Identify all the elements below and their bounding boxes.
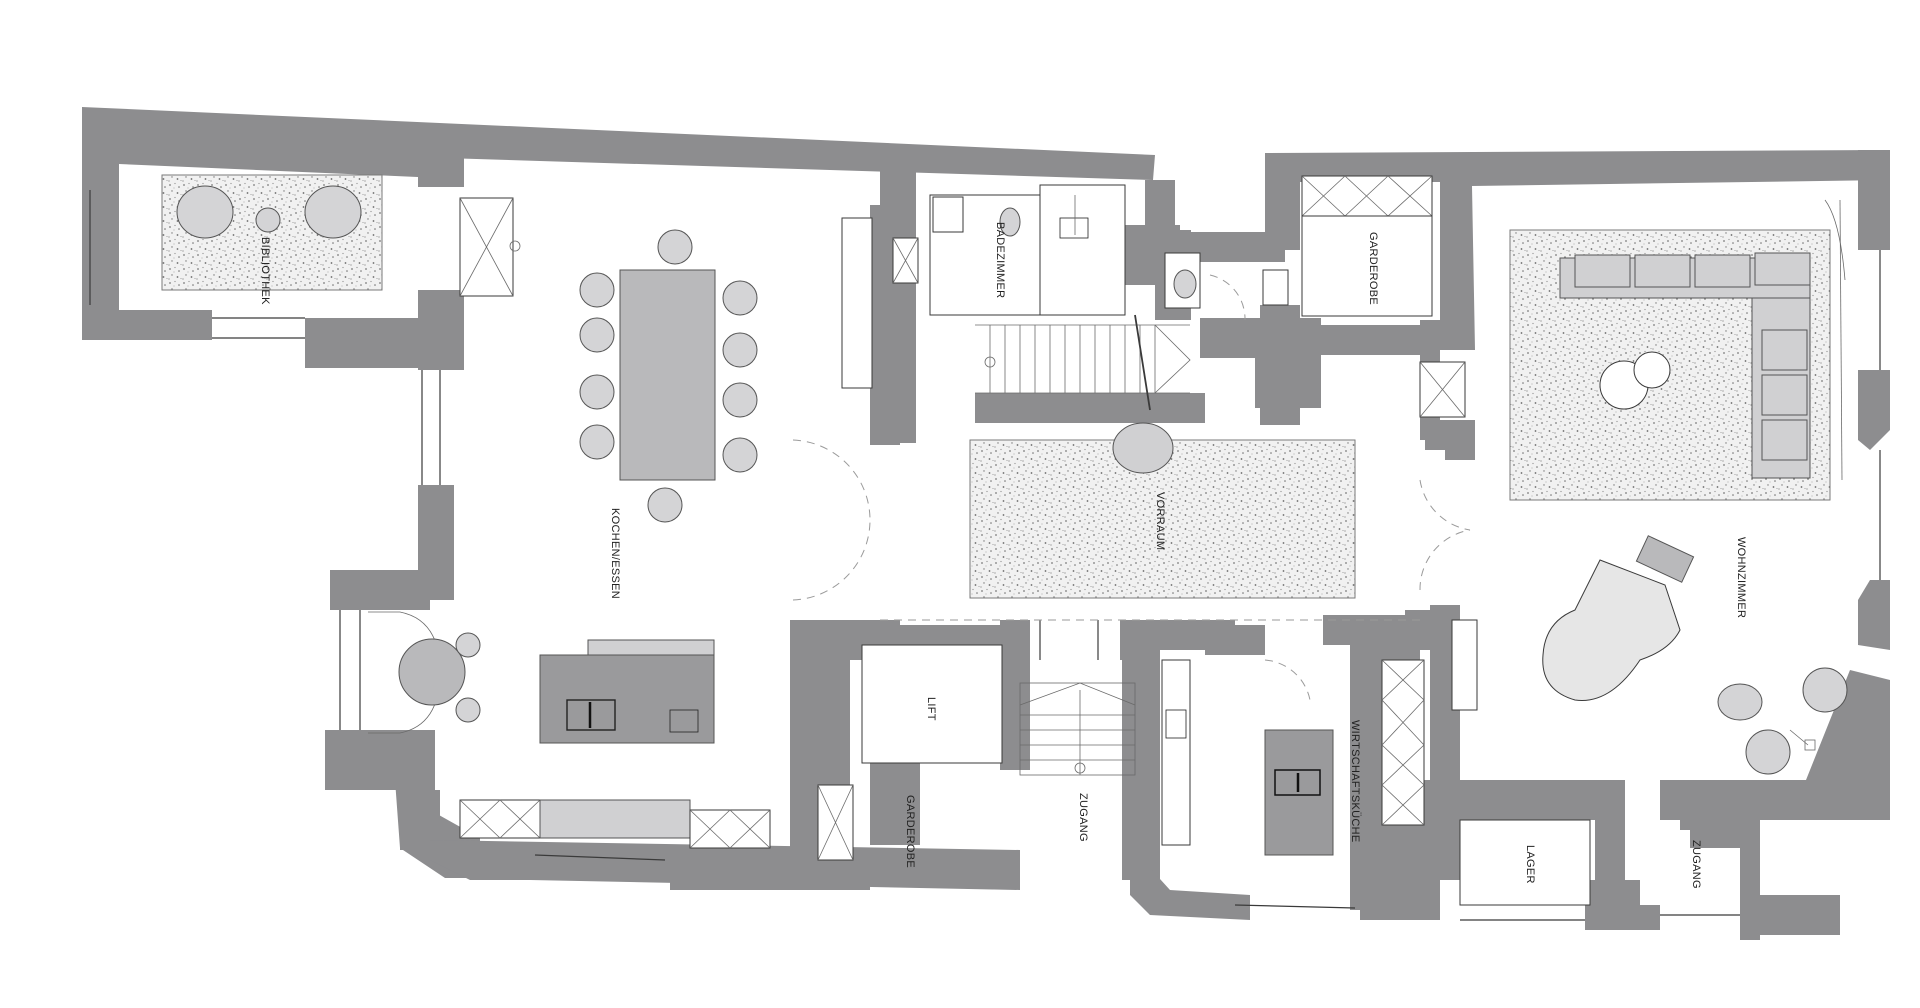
armchair (1802, 667, 1848, 713)
garderobe-top-room: GARDEROBE (1301, 175, 1466, 418)
stair-treads (989, 325, 1156, 393)
toilet (999, 207, 1021, 237)
room-label-wohnzimmer: WOHNZIMMER (1735, 537, 1747, 618)
lager-room: LAGER (1459, 819, 1591, 906)
room-label-lift: LIFT (925, 697, 937, 721)
wirtschaftskueche-room: WIRTSCHAFTSKÜCHE (1161, 659, 1425, 856)
ottoman (1717, 683, 1763, 721)
room-label-wirtschaftskueche: WIRTSCHAFTSKÜCHE (1349, 720, 1361, 843)
bathroom-area: BADEZIMMER (892, 184, 1289, 321)
armchair (304, 185, 362, 239)
piano-bench (1635, 535, 1695, 583)
chair (455, 632, 481, 658)
coffee-table (1633, 351, 1671, 389)
shower (1039, 184, 1126, 316)
armchair (1112, 422, 1174, 474)
wohnzimmer-room: WOHNZIMMER (1451, 199, 1848, 775)
counter (1161, 659, 1191, 846)
library-room: BIBLIOTHEK (161, 174, 521, 305)
staircase-upper (975, 314, 1191, 411)
kitchen-island (539, 654, 715, 744)
chair (455, 697, 481, 723)
room-label-kochen-essen: KOCHEN/ESSEN (609, 508, 621, 599)
room-label-badezimmer: BADEZIMMER (994, 222, 1006, 298)
zugang-right-room: ZUGANG (1690, 840, 1702, 889)
room-label-bibliothek: BIBLIOTHEK (259, 237, 271, 305)
fireplace (1451, 619, 1478, 711)
utility-island (1264, 729, 1334, 856)
toilet (1173, 269, 1197, 299)
room-label-zugang-middle: ZUGANG (1077, 793, 1089, 842)
armchair (176, 185, 234, 239)
cabinet (1381, 659, 1425, 826)
armchair (1745, 729, 1791, 775)
cabinet (689, 809, 771, 849)
room-label-zugang-right: ZUGANG (1690, 840, 1702, 889)
room-label-vorraum: VORRAUM (1154, 492, 1166, 550)
round-table (398, 638, 466, 706)
side-table (255, 207, 281, 233)
kitchen-dining-room: KOCHEN/ESSEN (368, 217, 873, 849)
wardrobe-body (1301, 215, 1433, 317)
sectional-sofa (1559, 252, 1811, 479)
room-label-garderobe-bottom: GARDEROBE (904, 795, 916, 868)
counter (539, 799, 691, 839)
dining-chairs (579, 229, 758, 523)
storage-room (1459, 819, 1591, 906)
room-label-lager: LAGER (1524, 845, 1536, 884)
sink (1262, 269, 1289, 306)
lift-area: LIFT GARDEROBE ZUGANG (817, 644, 1136, 868)
cabinet (459, 799, 541, 839)
dining-table (619, 269, 716, 481)
vorraum-room: VORRAUM (880, 422, 1471, 621)
grand-piano (1542, 559, 1681, 701)
sideboard (841, 217, 873, 389)
room-label-garderobe-top: GARDEROBE (1367, 232, 1379, 305)
lift-shaft (861, 644, 1003, 764)
window-openings (89, 190, 1881, 921)
